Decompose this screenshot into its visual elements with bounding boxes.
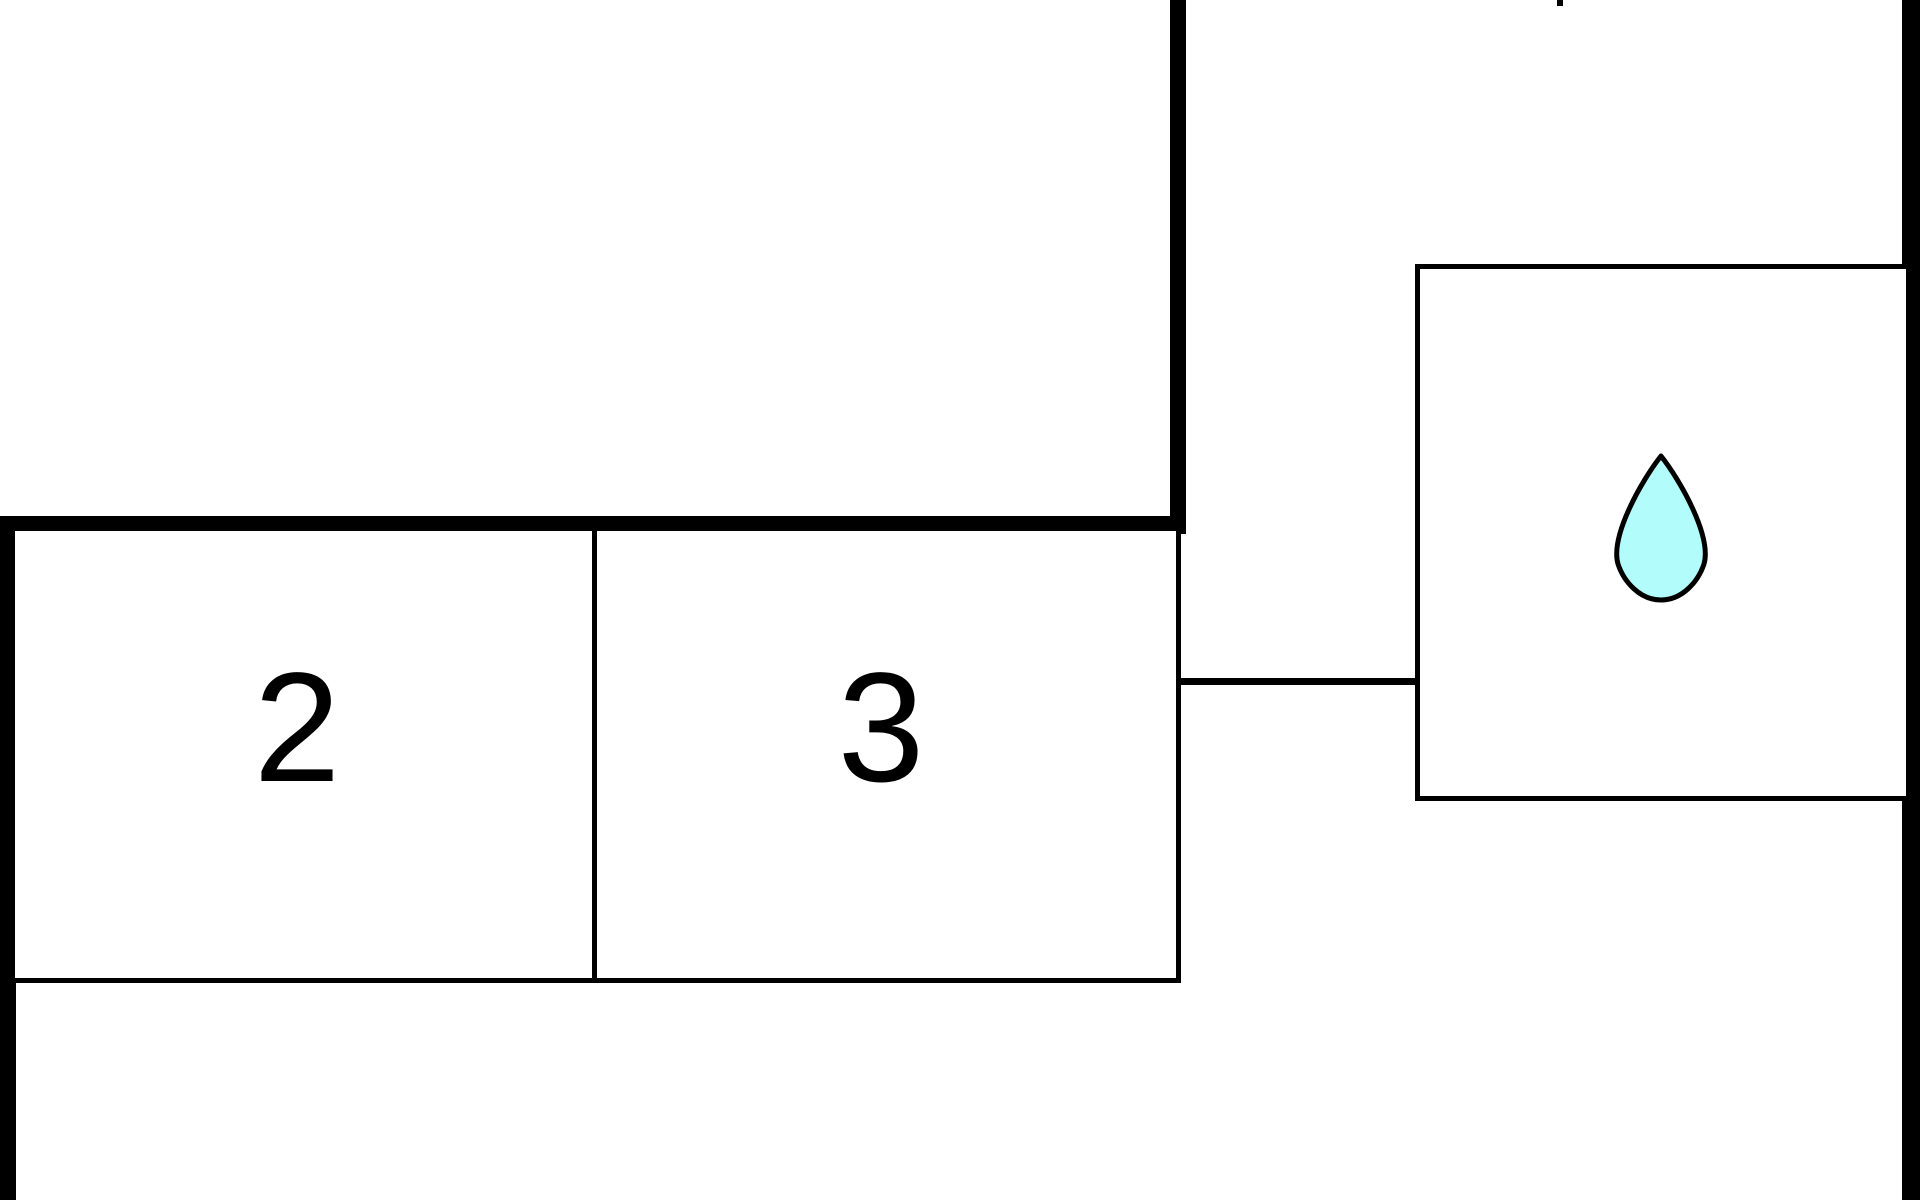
cell-3-box	[592, 526, 1181, 983]
top-edge-mark	[1557, 0, 1563, 6]
cell-3-label: 3	[837, 641, 925, 815]
cell-2-label: 2	[253, 641, 341, 815]
upper-room-right-wall	[1170, 0, 1186, 534]
connector-line	[1181, 678, 1421, 685]
water-drop-icon	[1614, 453, 1708, 603]
cell-2-box	[10, 526, 600, 983]
